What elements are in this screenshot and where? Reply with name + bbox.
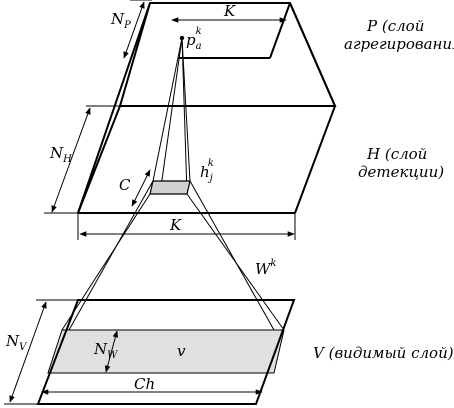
c-arrow (131, 169, 151, 207)
dimension-arrows (4, 0, 296, 405)
c-label: C (119, 176, 131, 194)
visual-window-area (47, 329, 285, 374)
detection-block-c (149, 180, 191, 195)
visible-layer (36, 299, 296, 405)
pooling-unit-pyramid (149, 35, 191, 195)
v-label: v (177, 342, 186, 360)
nw-arrow (104, 330, 119, 373)
detection-caption-line2: детекции) (358, 163, 444, 181)
nh-arrow (51, 107, 91, 213)
pooling-detection-block (77, 1, 337, 214)
receptive-field-lines (61, 180, 285, 331)
pooling-caption-line1: P (слой (366, 17, 424, 35)
block-back-right-edge (289, 2, 336, 107)
ch-label: Ch (134, 375, 155, 393)
nv-arrow (9, 301, 47, 403)
visible-caption: V (видимый слой) (313, 344, 454, 362)
k-top-label: K (223, 2, 236, 20)
pooling-caption-line2: агрегирования) (344, 35, 454, 53)
np-arrow (123, 1, 145, 59)
block-left-edge (77, 2, 151, 214)
nh-label: NH (49, 144, 72, 165)
layer-captions: P (слой агрегирования) H (слой детекции)… (313, 17, 454, 362)
block-front-right-edge (294, 105, 336, 214)
np-label: NP (110, 10, 131, 31)
detection-front-edge (77, 105, 121, 214)
hj-label: hjk (200, 158, 214, 184)
k-bottom-label: K (169, 216, 182, 234)
pooling-inner-depth (269, 2, 291, 59)
visible-layer-plane (36, 299, 296, 405)
nw-label: NW (93, 340, 118, 361)
wk-label: Wk (255, 258, 276, 278)
labels: NP K pak NH hjk C K Wk NV NW v Ch (5, 2, 276, 393)
detection-caption-line1: H (слой (366, 145, 427, 163)
nv-label: NV (5, 332, 28, 353)
pa-label: pak (186, 26, 202, 52)
